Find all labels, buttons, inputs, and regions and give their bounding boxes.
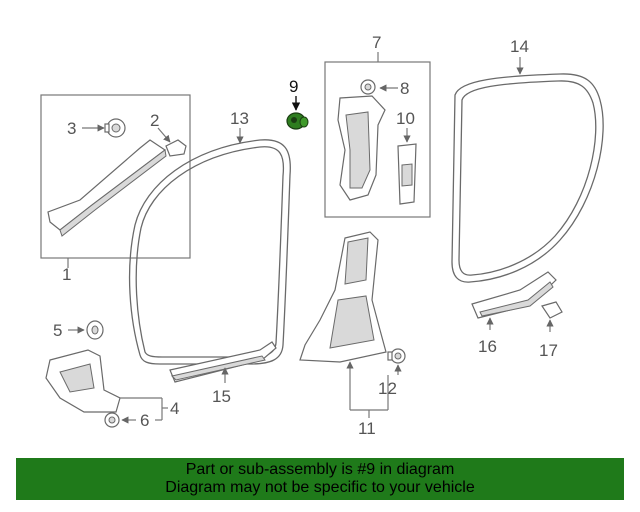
scuff-plate-16: 16 [471,271,557,356]
callout-5[interactable]: 5 [53,321,62,340]
assembly-7-frame [324,61,431,218]
callout-7[interactable]: 7 [372,33,381,52]
assembly-1-frame [40,94,191,259]
callout-10[interactable]: 10 [396,109,415,128]
callout-2[interactable]: 2 [150,111,159,130]
parts-diagram: 1 3 2 13 9 7 [40,33,604,438]
callout-13[interactable]: 13 [230,109,249,128]
callout-15[interactable]: 15 [212,387,231,406]
callout-6[interactable]: 6 [140,411,149,430]
clip-17-group: 17 [539,301,563,360]
clip-6-part [104,412,120,428]
banner-line-1: Part or sub-assembly is #9 in diagram [185,461,455,478]
info-banner: Part or sub-assembly is #9 in diagram Di… [16,458,624,500]
clip-12-part [387,348,406,364]
banner-line-2: Diagram may not be specific to your vehi… [165,479,475,496]
assembly-1-group: 1 3 2 [40,94,191,284]
assembly-4-group: 5 6 4 [45,320,179,430]
assembly-11-group: 11 12 [299,231,406,438]
clip-17-part [541,301,563,319]
clip-8-part [360,79,376,95]
callout-1[interactable]: 1 [62,265,71,284]
callout-3[interactable]: 3 [67,119,76,138]
callout-17[interactable]: 17 [539,341,558,360]
cover-2-part [165,139,187,157]
callout-9[interactable]: 9 [289,77,298,96]
callout-8[interactable]: 8 [400,79,409,98]
callout-14[interactable]: 14 [510,37,529,56]
clip-5-part [86,320,104,340]
pillar-garnish-part [47,139,167,231]
weatherstrip-14: 14 [451,37,604,283]
callout-11[interactable]: 11 [358,419,376,438]
assembly-7-group: 7 8 10 [324,33,431,218]
clip-9-highlight[interactable]: 9 [286,77,309,130]
callout-12[interactable]: 12 [378,379,397,398]
clip-3-part [104,118,126,138]
callout-4[interactable]: 4 [170,399,179,418]
callout-16[interactable]: 16 [478,337,497,356]
scuff-plate-15: 15 [169,341,277,406]
clip-9-part [286,112,309,130]
